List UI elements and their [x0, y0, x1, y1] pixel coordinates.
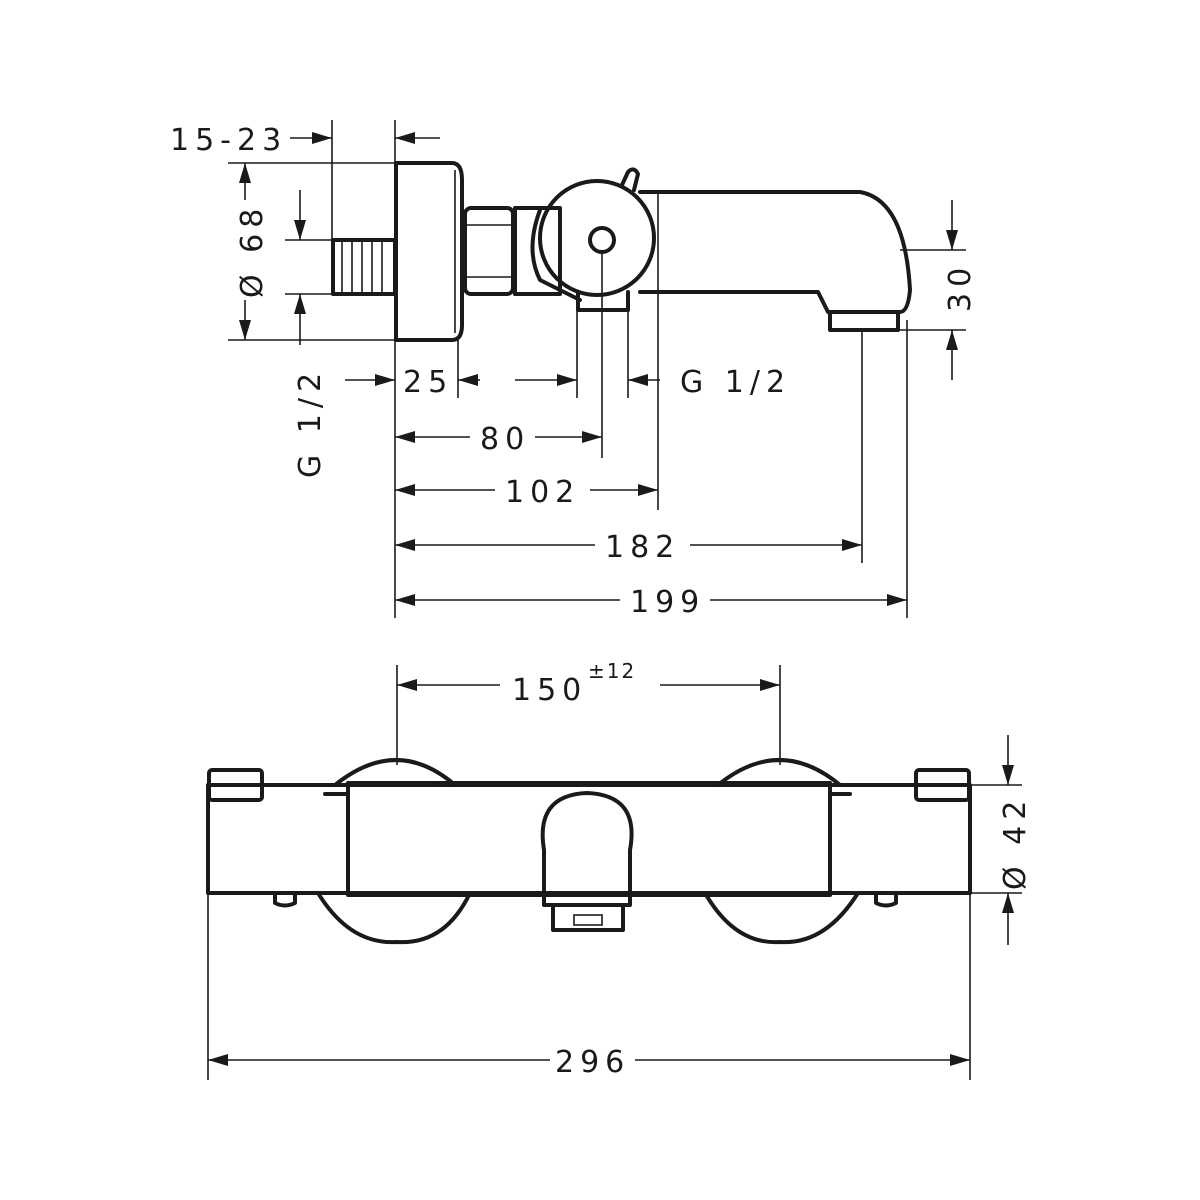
dim-center-tolerance: ±12: [588, 659, 636, 683]
dim-spout-center: 182: [605, 530, 680, 565]
left-end-cap: [207, 768, 264, 802]
dim-outlet-thread: G 1/2: [680, 365, 791, 400]
dim-plate-diameter: Ø 68: [235, 203, 270, 298]
spout: [638, 190, 912, 332]
dim-spout-height: 30: [943, 262, 978, 312]
thermostat-body: [206, 783, 972, 895]
left-valve-bottom: [316, 891, 472, 945]
outlet: [576, 290, 630, 312]
dim-plate-depth: 25: [403, 365, 453, 400]
left-valve-top: [333, 758, 457, 787]
wall-plate: [394, 161, 464, 342]
center-section: [346, 781, 832, 897]
handle: [530, 167, 656, 302]
hex-nut: [463, 206, 515, 296]
dim-body-diameter: Ø 42: [998, 795, 1033, 890]
body-block: [513, 206, 562, 296]
dim-inlet-thread: G 1/2: [293, 367, 328, 478]
side-view: 15-23 Ø 68 G 1/2 25 G 1/2 80 102 182 199…: [170, 120, 978, 620]
dim-total-depth: 199: [630, 585, 705, 620]
dim-total-width: 296: [555, 1045, 630, 1080]
dim-outlet-center: 80: [480, 422, 530, 457]
front-view: 150 ±12 Ø 42 296: [206, 659, 1033, 1080]
dim-center-distance: 150: [512, 673, 587, 708]
threaded-stub: [331, 238, 397, 296]
front-spout: [540, 791, 634, 932]
right-valve-bottom: [703, 891, 860, 945]
right-end-cap: [914, 768, 971, 802]
dim-wall-offset: 15-23: [170, 123, 287, 158]
left-foot: [273, 891, 297, 908]
right-foot: [874, 891, 898, 908]
dim-outlet-edge: 102: [505, 475, 580, 510]
